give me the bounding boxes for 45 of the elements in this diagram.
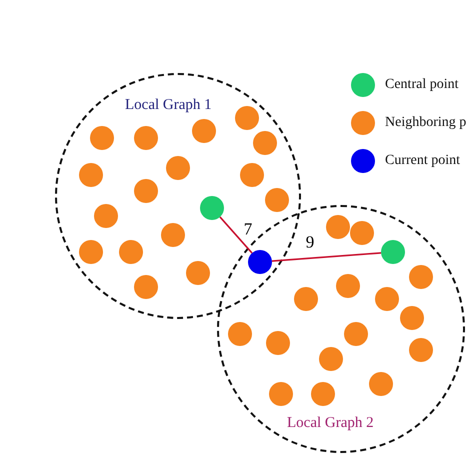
- graph-label: Local Graph 2: [287, 415, 374, 432]
- point-dot: [319, 347, 343, 371]
- point-dot: [161, 223, 185, 247]
- point-dot: [94, 204, 118, 228]
- point-dot: [200, 196, 224, 220]
- point-dot: [265, 188, 289, 212]
- legend-label: Current point: [385, 153, 460, 169]
- point-dot: [409, 265, 433, 289]
- point-dot: [294, 287, 318, 311]
- point-dot: [350, 221, 374, 245]
- point-dot: [134, 179, 158, 203]
- connector-line: [272, 252, 382, 262]
- connector-line: [219, 216, 253, 254]
- point-dot: [134, 275, 158, 299]
- point-dot: [375, 287, 399, 311]
- point-dot: [409, 338, 433, 362]
- graph-boundary-circle: [55, 73, 301, 319]
- point-dot: [253, 131, 277, 155]
- point-dot: [344, 322, 368, 346]
- point-dot: [369, 372, 393, 396]
- point-dot: [192, 119, 216, 143]
- point-dot: [326, 215, 350, 239]
- point-dot: [381, 240, 405, 264]
- point-dot: [79, 240, 103, 264]
- legend-label: Central point: [385, 77, 458, 93]
- point-dot: [266, 331, 290, 355]
- point-dot: [186, 261, 210, 285]
- point-dot: [228, 322, 252, 346]
- point-dot: [79, 163, 103, 187]
- point-dot: [400, 306, 424, 330]
- point-dot: [240, 163, 264, 187]
- point-dot: [134, 126, 158, 150]
- point-dot: [311, 382, 335, 406]
- point-dot: [336, 274, 360, 298]
- edge-label: 9: [304, 234, 316, 250]
- edge-label: 7: [242, 220, 254, 238]
- point-dot: [90, 126, 114, 150]
- graph-boundary-circle: [217, 205, 465, 453]
- point-dot: [119, 240, 143, 264]
- point-dot: [248, 250, 272, 274]
- point-dot: [235, 106, 259, 130]
- point-dot: [166, 156, 190, 180]
- point-dot: [269, 382, 293, 406]
- graph-label: Local Graph 1: [125, 97, 212, 114]
- legend-label: Neighboring p: [385, 115, 466, 131]
